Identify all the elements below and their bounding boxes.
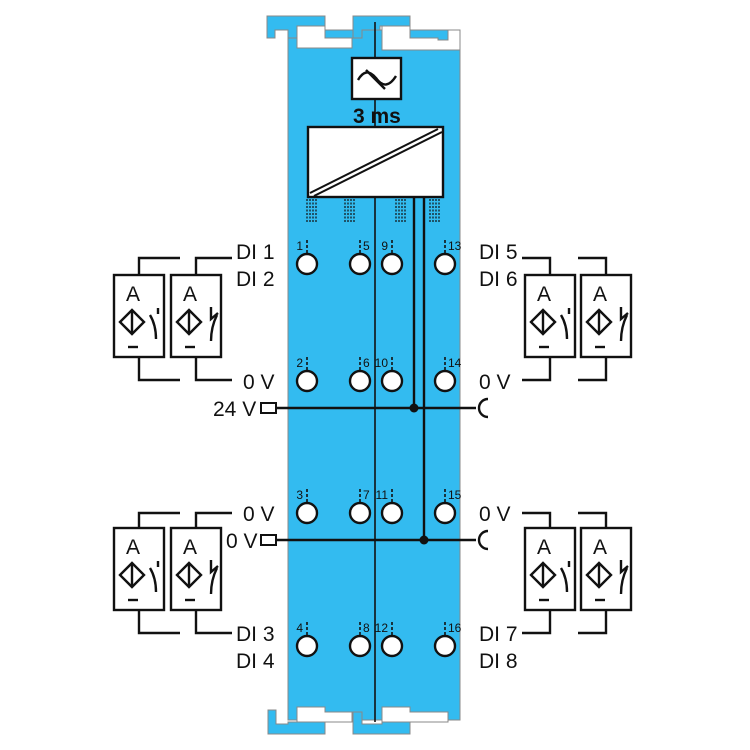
label-di5: DI 5	[479, 241, 518, 264]
terminal-clamp[interactable]	[380, 634, 404, 658]
terminal-clamp[interactable]	[433, 634, 457, 658]
sine-filter-icon	[356, 71, 398, 86]
sensor-di6	[579, 273, 633, 359]
junction-0v	[419, 535, 429, 545]
terminal-number: 2	[296, 356, 303, 370]
terminal-clamp[interactable]	[348, 634, 372, 658]
label-24v: 24 V	[213, 398, 256, 421]
terminal-13[interactable]: 13	[433, 239, 462, 276]
terminal-clamp[interactable]	[295, 369, 319, 393]
terminal-1[interactable]: 1	[295, 239, 319, 276]
terminal-number: 5	[363, 239, 370, 253]
terminal-number: 14	[448, 356, 462, 370]
plug-24v-connector[interactable]	[260, 402, 277, 414]
terminal-number: 13	[448, 239, 462, 253]
optocoupler-block	[306, 125, 445, 199]
label-di4: DI 4	[236, 650, 275, 673]
sensor-di4	[169, 526, 223, 612]
sensor-wiring	[137, 256, 608, 635]
terminal-number: 15	[448, 488, 462, 502]
label-di8: DI 8	[479, 650, 518, 673]
terminal-4[interactable]: 4	[295, 621, 319, 658]
terminal-clamp[interactable]	[380, 501, 404, 525]
terminal-clamp[interactable]	[433, 369, 457, 393]
terminal-7[interactable]: 7	[348, 488, 372, 525]
label-di1: DI 1	[236, 241, 275, 264]
label-di6: DI 6	[479, 268, 518, 291]
terminal-number: 4	[296, 621, 303, 635]
label-di2: DI 2	[236, 268, 275, 291]
terminal-clamp[interactable]	[295, 501, 319, 525]
terminal-clamp[interactable]	[380, 369, 404, 393]
sensor-di3	[112, 526, 166, 612]
label-di3: DI 3	[236, 623, 275, 646]
terminal-16[interactable]: 16	[433, 621, 462, 658]
terminal-clamp[interactable]	[295, 252, 319, 276]
terminal-number: 7	[363, 488, 370, 502]
terminal-number: 12	[375, 621, 389, 635]
terminal-clamp[interactable]	[295, 634, 319, 658]
filter-slash	[365, 69, 386, 90]
label-0v-top-left: 0 V	[243, 371, 275, 394]
terminal-5[interactable]: 5	[348, 239, 372, 276]
label-0v-top-right: 0 V	[479, 371, 511, 394]
terminal-clamp[interactable]	[433, 252, 457, 276]
terminal-9[interactable]: 9	[380, 239, 404, 276]
terminal-11[interactable]: 11	[376, 488, 404, 525]
terminal-clamp[interactable]	[348, 369, 372, 393]
sensor-di7	[523, 526, 577, 612]
terminal-clamp[interactable]	[348, 501, 372, 525]
junction-24v	[409, 403, 419, 413]
terminal-2[interactable]: 2	[295, 356, 319, 393]
terminal-12[interactable]: 12	[375, 621, 404, 658]
label-0v-bottom-right: 0 V	[479, 503, 511, 526]
socket-0v-connector[interactable]	[477, 529, 489, 551]
terminal-number: 9	[381, 239, 388, 253]
terminal-14[interactable]: 14	[433, 356, 462, 393]
module-body	[266, 15, 461, 735]
terminal-3[interactable]: 3	[295, 488, 319, 525]
terminal-6[interactable]: 6	[348, 356, 372, 393]
sensor-di1	[112, 273, 166, 359]
terminal-number: 6	[363, 356, 370, 370]
terminal-clamp[interactable]	[348, 252, 372, 276]
terminal-number: 8	[363, 621, 370, 635]
terminal-clamp[interactable]	[433, 501, 457, 525]
terminal-number: 16	[448, 621, 462, 635]
terminal-15[interactable]: 15	[433, 488, 462, 525]
filter-time-label: 3 ms	[353, 105, 401, 128]
signal-dots	[306, 199, 440, 222]
terminal-number: 10	[375, 356, 389, 370]
label-di7: DI 7	[479, 623, 518, 646]
terminal-8[interactable]: 8	[348, 621, 372, 658]
plug-0v-connector[interactable]	[260, 534, 277, 546]
label-0v-bottom-left: 0 V	[243, 503, 275, 526]
sensor-di2	[169, 273, 223, 359]
terminal-clamp[interactable]	[380, 252, 404, 276]
terminal-number: 3	[296, 488, 303, 502]
filter-block	[350, 56, 403, 101]
sensor-di5	[523, 273, 577, 359]
label-0v-supply: 0 V	[226, 530, 258, 553]
terminal-number: 11	[376, 488, 389, 502]
sensor-di8	[579, 526, 633, 612]
terminal-number: 1	[296, 239, 303, 253]
socket-24v-connector[interactable]	[477, 397, 489, 419]
terminal-10[interactable]: 10	[375, 356, 404, 393]
